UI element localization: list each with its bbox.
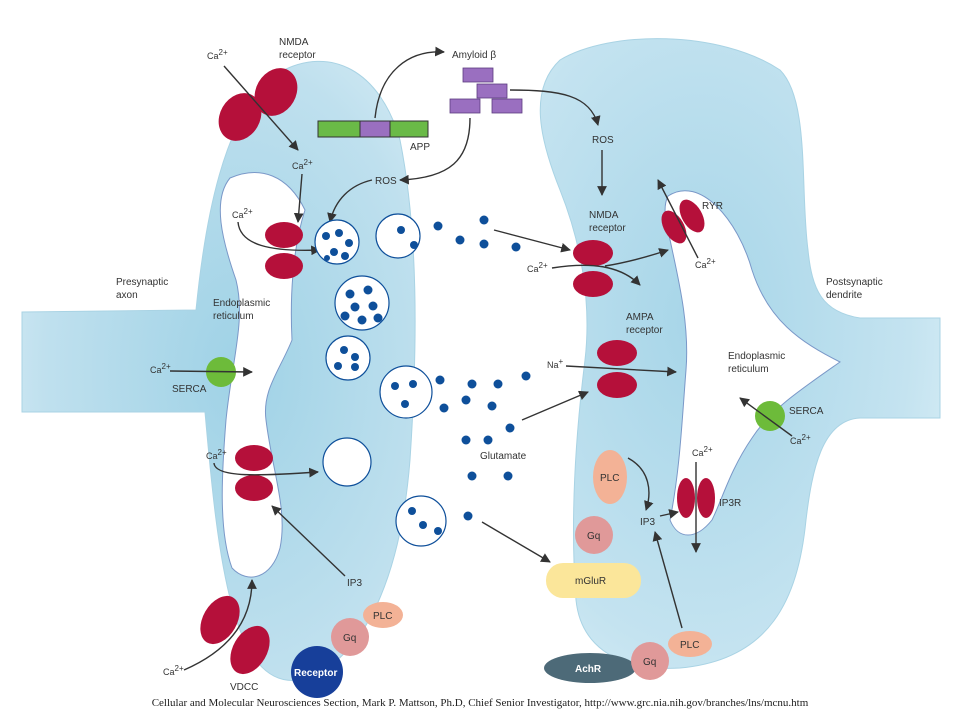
er-channel-pre-upper-2 bbox=[265, 253, 303, 279]
vdcc-subunit-1 bbox=[200, 595, 240, 645]
receptor-label: Receptor bbox=[294, 668, 337, 679]
er-channel-pre-lower-2 bbox=[235, 475, 273, 501]
er-channel-pre-upper-1 bbox=[265, 222, 303, 248]
amyloid-beta-aggregate bbox=[449, 67, 523, 114]
nmda-receptor-post-subunit-2 bbox=[573, 271, 613, 297]
vdcc-label: VDCC bbox=[230, 682, 258, 693]
er-channel-pre-lower-1 bbox=[235, 445, 273, 471]
app-segment-middle bbox=[359, 120, 391, 138]
ca-label-er-pre-upper: Ca2+ bbox=[232, 207, 253, 220]
ip3r-subunit-2 bbox=[697, 478, 715, 518]
ip3r-subunit-1 bbox=[677, 478, 695, 518]
presynaptic-label-1: Presynaptic bbox=[116, 277, 168, 288]
ryr-label: RYR bbox=[702, 201, 723, 212]
ampa-label-2: receptor bbox=[626, 325, 663, 336]
ros-postsynaptic-label: ROS bbox=[592, 135, 614, 146]
er-pre-label-2: reticulum bbox=[213, 311, 254, 322]
gq-pre-label: Gq bbox=[343, 633, 356, 644]
ip3-post-label: IP3 bbox=[640, 517, 655, 528]
ca-label-vdcc: Ca2+ bbox=[163, 664, 184, 677]
glutamate-molecules bbox=[433, 215, 531, 521]
er-post-label-2: reticulum bbox=[728, 364, 769, 375]
ca-label-ryr: Ca2+ bbox=[695, 257, 716, 270]
gq-pre bbox=[331, 618, 369, 656]
vesicle-1 bbox=[314, 219, 360, 265]
ca-label-serca-post: Ca2+ bbox=[790, 433, 811, 446]
na-label: Na+ bbox=[547, 357, 564, 370]
amyloid-label: Amyloid β bbox=[452, 50, 496, 61]
ca-label-er-pre-lower: Ca2+ bbox=[206, 448, 227, 461]
ampa-receptor-subunit-2 bbox=[597, 372, 637, 398]
ryr-subunit-2 bbox=[679, 199, 705, 233]
gq-post-label: Gq bbox=[587, 531, 600, 542]
plc-achr-label: PLC bbox=[680, 640, 699, 651]
nmda-receptor-pre-subunit-1 bbox=[218, 93, 262, 141]
vesicle-5 bbox=[379, 365, 433, 419]
app-segment-left bbox=[317, 120, 361, 138]
serca-post-label: SERCA bbox=[789, 406, 824, 417]
glutamate-label: Glutamate bbox=[480, 451, 527, 462]
nmda-post-label-1: NMDA bbox=[589, 210, 619, 221]
serca-pre-label: SERCA bbox=[172, 384, 207, 395]
plc-post bbox=[593, 450, 627, 504]
ip3-pre-label: IP3 bbox=[347, 578, 362, 589]
ca-label-nmda-pre: Ca2+ bbox=[207, 48, 228, 61]
gq-post bbox=[575, 516, 613, 554]
ryr-subunit-1 bbox=[661, 210, 687, 244]
plc-achr bbox=[668, 631, 712, 657]
serca-pump-post bbox=[755, 401, 785, 431]
vdcc-subunit-2 bbox=[230, 625, 270, 675]
er-post-label-1: Endoplasmic bbox=[728, 351, 785, 362]
app-label: APP bbox=[410, 142, 430, 153]
ca-label-nmda-pre-2: Ca2+ bbox=[292, 158, 313, 171]
ca-label-nmda-post: Ca2+ bbox=[527, 261, 548, 274]
ca-label-serca-pre: Ca2+ bbox=[150, 362, 171, 375]
nmda-receptor-post-subunit-1 bbox=[573, 240, 613, 266]
plc-pre-label: PLC bbox=[373, 611, 392, 622]
mglur bbox=[546, 563, 641, 598]
gq-achr bbox=[631, 642, 669, 680]
nmda-receptor-pre-subunit-2 bbox=[254, 68, 298, 116]
vesicle-2 bbox=[375, 213, 421, 259]
plc-post-label: PLC bbox=[600, 473, 619, 484]
source-caption: Cellular and Molecular Neurosciences Sec… bbox=[151, 697, 809, 709]
er-pre-label-1: Endoplasmic bbox=[213, 298, 270, 309]
nmda-post-label-2: receptor bbox=[589, 223, 626, 234]
mglur-label: mGluR bbox=[575, 576, 606, 587]
achr bbox=[544, 653, 636, 683]
app-segment-right bbox=[389, 120, 429, 138]
vesicle-6-empty bbox=[322, 437, 372, 487]
vesicle-7 bbox=[395, 495, 447, 547]
receptor-pre bbox=[291, 646, 343, 698]
ip3r-label: IP3R bbox=[719, 498, 741, 509]
ampa-receptor-subunit-1 bbox=[597, 340, 637, 366]
plc-pre bbox=[363, 602, 403, 628]
postsynaptic-label-1: Postsynaptic bbox=[826, 277, 883, 288]
nmda-pre-label-2: receptor bbox=[279, 50, 316, 61]
achr-label: AchR bbox=[575, 664, 602, 675]
vesicle-3 bbox=[334, 275, 390, 331]
gq-achr-label: Gq bbox=[643, 657, 656, 668]
nmda-pre-label-1: NMDA bbox=[279, 37, 309, 48]
ros-presynaptic-label: ROS bbox=[375, 176, 397, 187]
postsynaptic-er bbox=[664, 190, 841, 536]
presynaptic-label-2: axon bbox=[116, 290, 138, 301]
ca-label-ip3r: Ca2+ bbox=[692, 445, 713, 458]
vesicle-4 bbox=[325, 335, 371, 381]
ampa-label-1: AMPA bbox=[626, 312, 654, 323]
postsynaptic-label-2: dendrite bbox=[826, 290, 863, 301]
